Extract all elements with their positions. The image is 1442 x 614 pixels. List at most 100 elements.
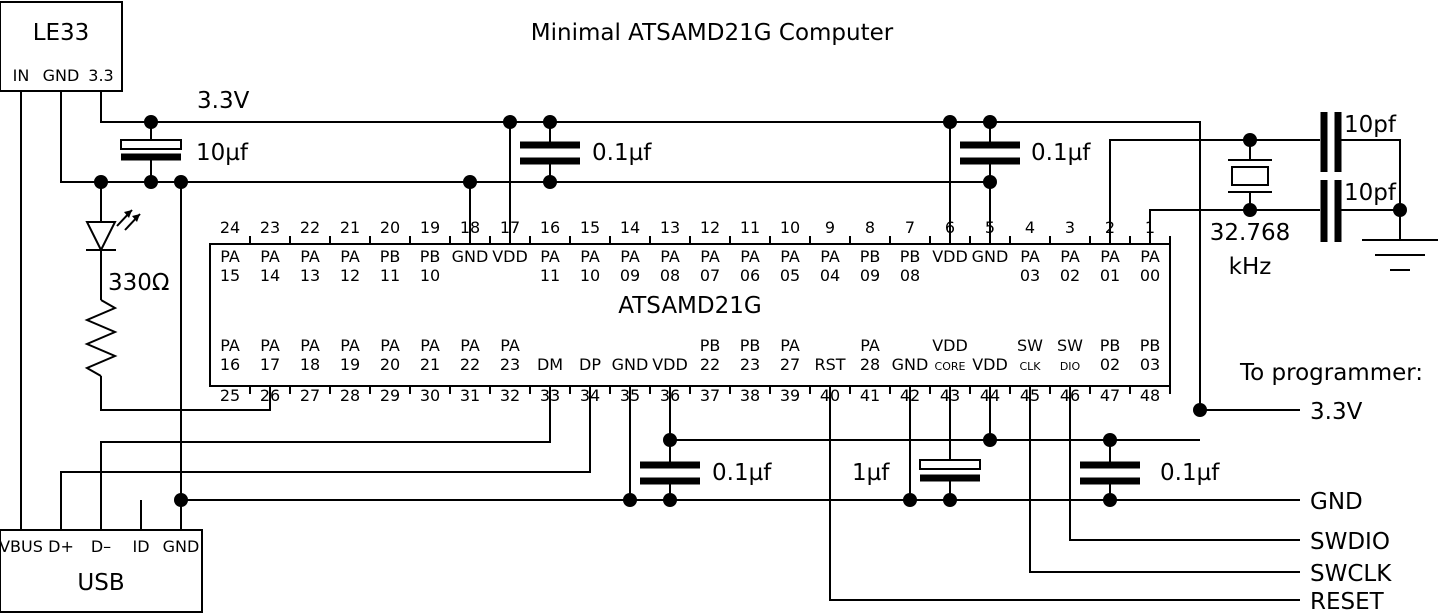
pin-label-bottom-sub: RST	[814, 355, 845, 374]
pin-label-bottom-sub: 28	[860, 355, 880, 374]
pin-label-top: PA	[300, 247, 320, 266]
c4-label: 0.1µf	[712, 460, 772, 486]
pin-label-bottom: PA	[420, 336, 440, 355]
pin-label-bottom-sub: CLK	[1019, 360, 1041, 373]
pin-label-top-sub: 10	[580, 266, 600, 285]
programmer-swdio-label: SWDIO	[1310, 529, 1390, 555]
pin-label-top: PA	[700, 247, 720, 266]
pin-label-bottom-sub: 02	[1100, 355, 1120, 374]
pin-label-bottom: VDD	[932, 336, 968, 355]
top-gnd-wire	[60, 91, 990, 183]
regulator-pin-gnd: GND	[43, 66, 80, 85]
pin-label-bottom-sub: DP	[579, 355, 601, 374]
led-arrowhead-1	[124, 210, 132, 218]
pin-label-top-sub: 07	[700, 266, 720, 285]
usb-pin-id: ID	[132, 537, 149, 556]
pin-number-top: 1	[1145, 218, 1155, 237]
pin-label-top: PA	[260, 247, 280, 266]
pin-number-bottom: 25	[220, 386, 240, 405]
usb-pin-dminus: D–	[91, 537, 111, 556]
pin-label-top-sub: 12	[340, 266, 360, 285]
pin-label-bottom-sub: GND	[892, 355, 929, 374]
pin-number-top: 15	[580, 218, 600, 237]
usb-box	[0, 529, 203, 613]
pin-label-bottom-sub: 19	[340, 355, 360, 374]
pin-label-top-sub: 01	[1100, 266, 1120, 285]
pin-label-bottom-sub: 22	[460, 355, 480, 374]
pin-label-bottom: PA	[300, 336, 320, 355]
c5-plate-top	[919, 459, 981, 470]
pin46-swdio-wire	[1069, 386, 1300, 541]
led-icon	[85, 221, 117, 253]
pin-label-top: GND	[972, 247, 1009, 266]
c7-label: 10pf	[1344, 112, 1397, 138]
pin-label-top: PA	[540, 247, 560, 266]
pin-label-top-sub: 11	[380, 266, 400, 285]
pin-label-bottom: PA	[260, 336, 280, 355]
rail-3v3-wire	[100, 91, 1201, 410]
regulator-name: LE33	[33, 20, 90, 46]
pin-label-top: PA	[340, 247, 360, 266]
pin-label-top: PA	[820, 247, 840, 266]
pin-number-bottom: 29	[380, 386, 400, 405]
pin-label-bottom: PA	[380, 336, 400, 355]
resistor-icon	[84, 299, 118, 377]
regulator-pin-3v3: 3.3	[88, 66, 113, 85]
pin-label-top-sub: 11	[540, 266, 560, 285]
rail-3v3-label: 3.3V	[197, 88, 250, 114]
pin-label-top: PB	[420, 247, 441, 266]
pin-number-bottom: 37	[700, 386, 720, 405]
pin-label-bottom: PA	[460, 336, 480, 355]
pin-number-bottom: 47	[1100, 386, 1120, 405]
pin-label-bottom-sub: 16	[220, 355, 240, 374]
pin-number-top: 16	[540, 218, 560, 237]
pin-label-bottom-sub: 20	[380, 355, 400, 374]
pin-label-top: PA	[1100, 247, 1120, 266]
c8-label: 10pf	[1344, 180, 1397, 206]
pin-number-top: 7	[905, 218, 915, 237]
pin-label-top-sub: 04	[820, 266, 840, 285]
pin-number-top: 5	[985, 218, 995, 237]
pin-label-top-sub: 14	[260, 266, 280, 285]
pin-label-bottom: PB	[740, 336, 761, 355]
crystal-body	[1231, 166, 1269, 186]
pin-label-bottom-sub: 18	[300, 355, 320, 374]
pin-label-top: PB	[380, 247, 401, 266]
pin-number-top: 12	[700, 218, 720, 237]
programmer-gnd-label: GND	[1310, 489, 1363, 515]
pin-label-bottom: PA	[340, 336, 360, 355]
pin-label-bottom-sub: DIO	[1060, 360, 1081, 373]
pin-number-top: 11	[740, 218, 760, 237]
c1-plate-top	[120, 139, 182, 150]
pin-number-top: 17	[500, 218, 520, 237]
pin-number-top: 3	[1065, 218, 1075, 237]
c1-label: 10µf	[196, 140, 249, 166]
pin-label-top: PB	[900, 247, 921, 266]
pin-number-top: 4	[1025, 218, 1035, 237]
pin-number-bottom: 28	[340, 386, 360, 405]
pin-label-bottom: PB	[700, 336, 721, 355]
pin-label-bottom: SW	[1057, 336, 1083, 355]
diagram-title: Minimal ATSAMD21G Computer	[531, 20, 894, 46]
pin-label-top-sub: 02	[1060, 266, 1080, 285]
pin-label-top-sub: 00	[1140, 266, 1160, 285]
pin-number-top: 24	[220, 218, 240, 237]
pin-number-bottom: 26	[260, 386, 280, 405]
usb-name: USB	[77, 570, 124, 596]
pin-label-bottom-sub: 27	[780, 355, 800, 374]
pin-label-top-sub: 09	[620, 266, 640, 285]
pin-label-bottom-sub: CORE	[935, 360, 966, 373]
led-arrowhead-2	[132, 214, 140, 222]
pin-label-top: PA	[1140, 247, 1160, 266]
pin-number-top: 20	[380, 218, 400, 237]
c2-label: 0.1µf	[592, 140, 652, 166]
pin-label-top-sub: 15	[220, 266, 240, 285]
pin34-dm-wire	[100, 386, 551, 530]
pin-label-top-sub: 05	[780, 266, 800, 285]
pin-label-top: PA	[780, 247, 800, 266]
pin-label-top: GND	[452, 247, 489, 266]
pin-number-bottom: 48	[1140, 386, 1160, 405]
pin-number-top: 23	[260, 218, 280, 237]
pin-label-top-sub: 03	[1020, 266, 1040, 285]
pin-number-top: 18	[460, 218, 480, 237]
